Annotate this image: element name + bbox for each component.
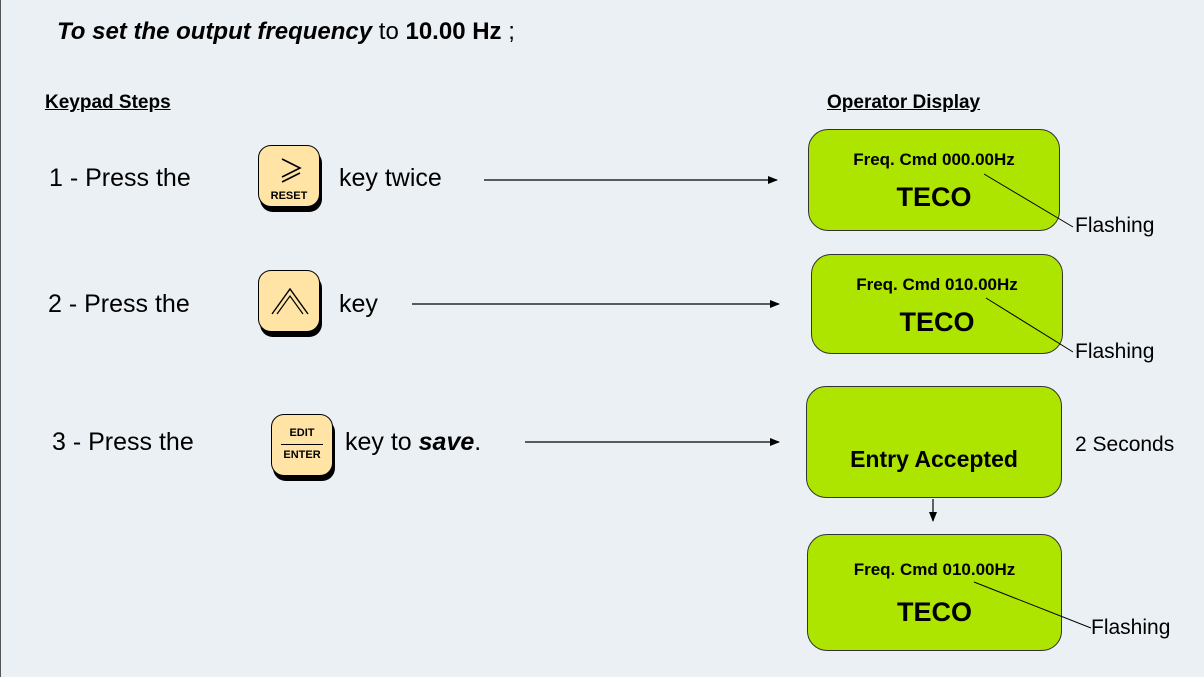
operator-display-4: Freq. Cmd 010.00Hz TECO (807, 534, 1062, 651)
flashing-leader-2 (985, 297, 1074, 353)
display-2-line-2: TECO (899, 307, 975, 337)
step-2-prefix: 2 - Press the (48, 290, 190, 318)
key-divider (281, 444, 323, 445)
display-3-note: 2 Seconds (1075, 433, 1175, 456)
title-connector: to (372, 18, 406, 45)
up-chevron-icon (271, 287, 309, 315)
greater-than-icon (281, 158, 302, 183)
step-1-prefix: 1 - Press the (49, 164, 191, 192)
edit-enter-key[interactable]: EDIT ENTER (271, 414, 333, 476)
display-3-line-1: Entry Accepted (850, 446, 1018, 472)
display-4-line-2: TECO (896, 597, 972, 627)
reset-key[interactable]: RESET (258, 145, 320, 207)
enter-label: ENTER (283, 449, 321, 461)
display-2-line-1: Freq. Cmd 010.00Hz (856, 275, 1018, 294)
step-1-suffix: key twice (339, 164, 442, 192)
display-1-note: Flashing (1075, 214, 1155, 237)
keypad-steps-header: Keypad Steps (45, 92, 171, 113)
step-3-period: . (474, 428, 482, 456)
save-emphasis: save (418, 428, 475, 456)
flashing-leader-1 (983, 173, 1074, 228)
step-3-prefix: 3 - Press the (52, 428, 194, 456)
display-4-note: Flashing (1091, 616, 1171, 639)
page-title: To set the output frequency to 10.00 Hz … (57, 18, 515, 46)
step-3-suffix-text: key to (345, 428, 419, 456)
display-1-line-1: Freq. Cmd 000.00Hz (853, 150, 1015, 169)
display-1-line-2: TECO (896, 182, 972, 212)
step-3-suffix: key to save. (345, 428, 481, 457)
operator-display-2: Freq. Cmd 010.00Hz TECO (811, 254, 1063, 354)
display-4-line-1: Freq. Cmd 010.00Hz (853, 560, 1016, 579)
operator-display-1: Freq. Cmd 000.00Hz TECO (808, 129, 1060, 231)
title-emphasis: To set the output frequency (57, 18, 373, 45)
up-key[interactable] (258, 270, 320, 332)
flashing-leader-4 (973, 581, 1092, 629)
step-2-suffix: key (339, 290, 378, 318)
display-2-note: Flashing (1075, 340, 1155, 363)
operator-display-3: Entry Accepted (806, 386, 1062, 498)
title-end: ; (501, 18, 515, 45)
title-value: 10.00 Hz (405, 18, 502, 45)
operator-display-header: Operator Display (827, 92, 981, 113)
reset-key-label: RESET (270, 190, 308, 202)
edit-label: EDIT (289, 427, 315, 439)
